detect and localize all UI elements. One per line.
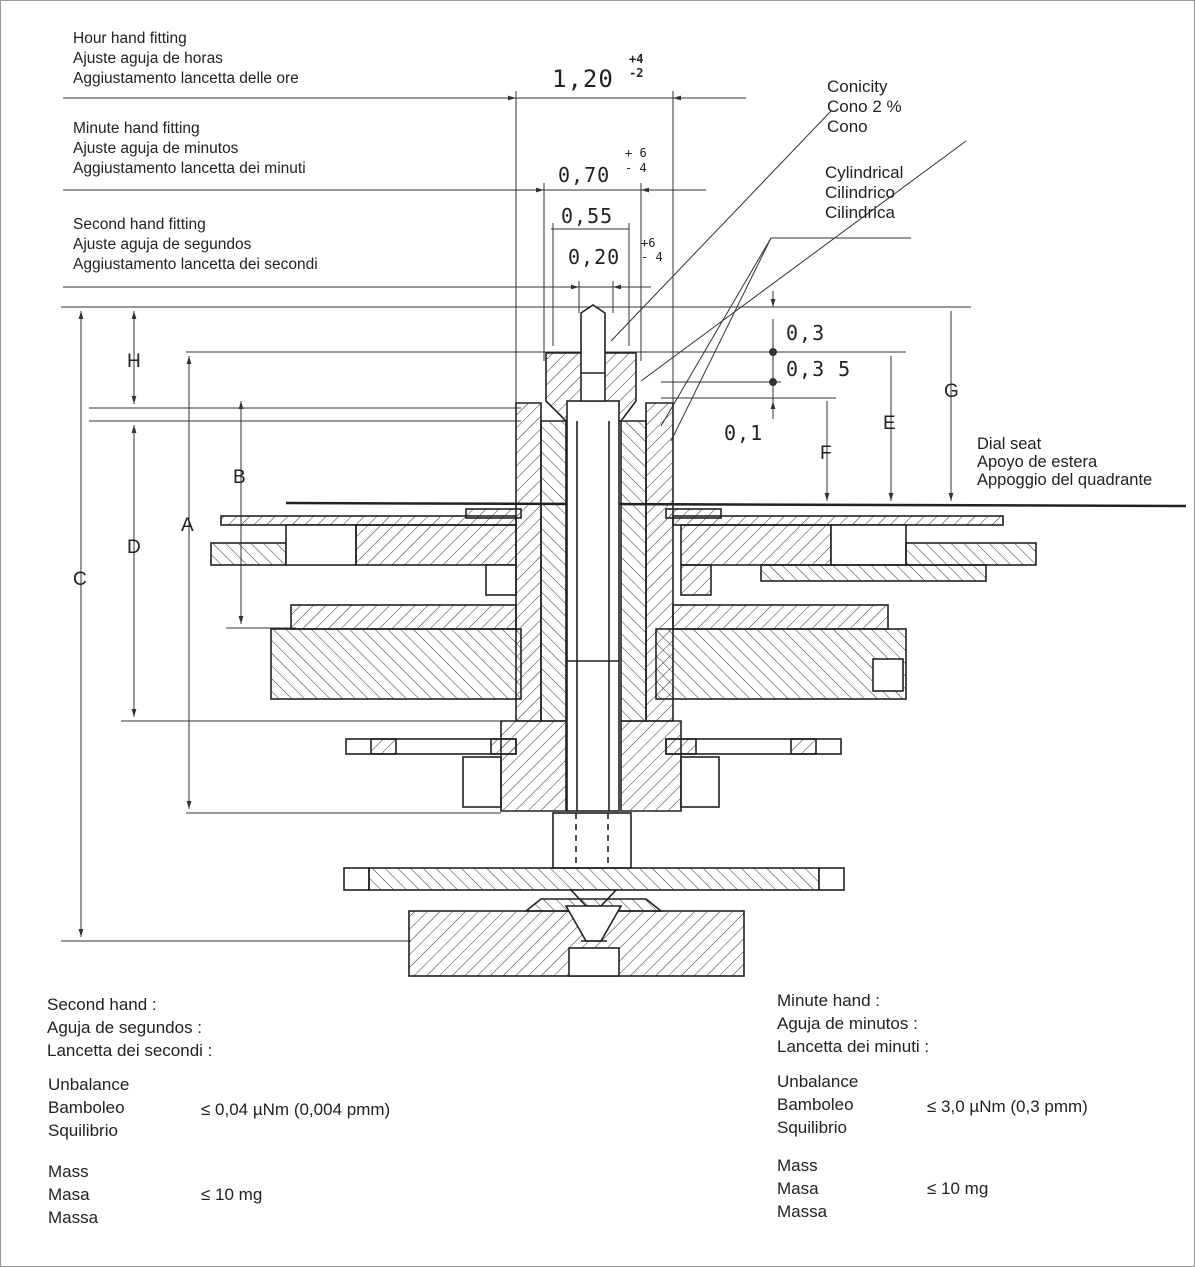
spec-line: Aguja de segundos : — [47, 1018, 203, 1037]
minute-hand-names: Minute hand : Aguja de minutos : Lancett… — [777, 989, 929, 1058]
letter-g: G — [944, 381, 959, 402]
movement-parts — [210, 304, 1037, 977]
letter-e: E — [883, 413, 896, 434]
label-line: Cono 2 % — [827, 97, 902, 116]
letter-b: B — [233, 467, 246, 488]
minute-hand-fitting-label: Minute hand fitting Ajuste aguja de minu… — [73, 119, 306, 179]
second-tol-plus: +6 — [641, 236, 656, 250]
spec-line: Lancetta dei secondi : — [47, 1041, 213, 1060]
label-line: Aggiustamento lancetta delle ore — [73, 70, 299, 87]
label-line: Minute hand fitting — [73, 120, 200, 137]
spec-line: Aguja de minutos : — [777, 1014, 918, 1033]
second-tol-minus: - 4 — [641, 250, 663, 264]
minute-tol-plus: + 6 — [625, 146, 647, 160]
letter-d: D — [127, 537, 141, 558]
second-hand-names: Second hand : Aguja de segundos : Lancet… — [47, 993, 212, 1062]
height-value-2: 0,3 5 — [786, 357, 852, 381]
minute-inner-dimension-value: 0,55 — [561, 204, 614, 228]
label-line: Appoggio del quadrante — [977, 471, 1153, 489]
label-line: Cilindrica — [825, 203, 895, 222]
height-value-1: 0,3 — [786, 321, 826, 345]
spec-line: Massa — [777, 1202, 828, 1221]
label-line: Cilindrico — [825, 183, 895, 202]
spec-line: Minute hand : — [777, 991, 881, 1010]
hour-hand-fitting-label: Hour hand fitting Ajuste aguja de horas … — [73, 29, 299, 89]
letter-a: A — [181, 515, 194, 536]
spec-line: Unbalance — [777, 1072, 859, 1091]
second-dimension-value: 0,20 — [568, 245, 621, 269]
label-line: Hour hand fitting — [73, 30, 187, 47]
spec-line: Lancetta dei minuti : — [777, 1037, 930, 1056]
second-hand-unbalance-value: ≤ 0,04 µNm (0,004 pmm) — [201, 1100, 391, 1119]
label-line: Dial seat — [977, 435, 1042, 453]
minute-hand-mass-value: ≤ 10 mg — [927, 1179, 989, 1198]
label-line: Apoyo de estera — [977, 453, 1098, 471]
label-line: Aggiustamento lancetta dei secondi — [73, 256, 318, 273]
spec-line: Unbalance — [48, 1075, 130, 1094]
letter-h: H — [127, 351, 141, 372]
second-hand-fitting-label: Second hand fitting Ajuste aguja de segu… — [73, 215, 318, 275]
minute-hand-unbalance-value: ≤ 3,0 µNm (0,3 pmm) — [927, 1097, 1088, 1116]
second-hand-mass-names: Mass Masa Massa — [48, 1160, 98, 1229]
hour-dimension-value: 1,20 — [552, 65, 614, 93]
conicity-label: Conicity Cono 2 % Cono — [827, 77, 902, 137]
minute-hand-mass-names: Mass Masa Massa — [777, 1154, 827, 1223]
letter-c: C — [73, 569, 87, 590]
letter-f: F — [820, 443, 832, 464]
spec-line: Masa — [777, 1179, 819, 1198]
minute-tol-minus: - 4 — [625, 161, 647, 175]
spec-line: Massa — [48, 1208, 99, 1227]
second-hand-unbalance-names: Unbalance Bamboleo Squilibrio — [48, 1073, 129, 1142]
spec-line: Squilibrio — [48, 1121, 118, 1140]
height-value-3: 0,1 — [724, 421, 764, 445]
spec-line: Squilibrio — [777, 1118, 847, 1137]
spec-line: Bamboleo — [48, 1098, 125, 1117]
label-line: Second hand fitting — [73, 216, 206, 233]
minute-dimension-value: 0,70 — [558, 163, 611, 187]
spec-line: Mass — [48, 1162, 89, 1181]
spec-line: Masa — [48, 1185, 90, 1204]
label-line: Cono — [827, 117, 868, 136]
hour-tol-plus: +4 — [629, 52, 644, 66]
spec-line: Bamboleo — [777, 1095, 854, 1114]
label-line: Conicity — [827, 77, 888, 96]
minute-hand-unbalance-names: Unbalance Bamboleo Squilibrio — [777, 1070, 858, 1139]
label-line: Ajuste aguja de horas — [73, 50, 223, 67]
label-line: Cylindrical — [825, 163, 904, 182]
dial-line — [285, 501, 1187, 508]
second-hand-mass-value: ≤ 10 mg — [201, 1185, 263, 1204]
spec-line: Mass — [777, 1156, 818, 1175]
dial-seat-label: Dial seat Apoyo de estera Appoggio del q… — [977, 435, 1152, 489]
label-line: Aggiustamento lancetta dei minuti — [73, 160, 306, 177]
dimension-lines — [61, 91, 971, 942]
hour-tol-minus: -2 — [629, 66, 644, 80]
spec-line: Second hand : — [47, 995, 157, 1014]
label-line: Ajuste aguja de minutos — [73, 140, 239, 157]
label-line: Ajuste aguja de segundos — [73, 236, 252, 253]
cylindrical-label: Cylindrical Cilindrico Cilindrica — [825, 163, 903, 223]
